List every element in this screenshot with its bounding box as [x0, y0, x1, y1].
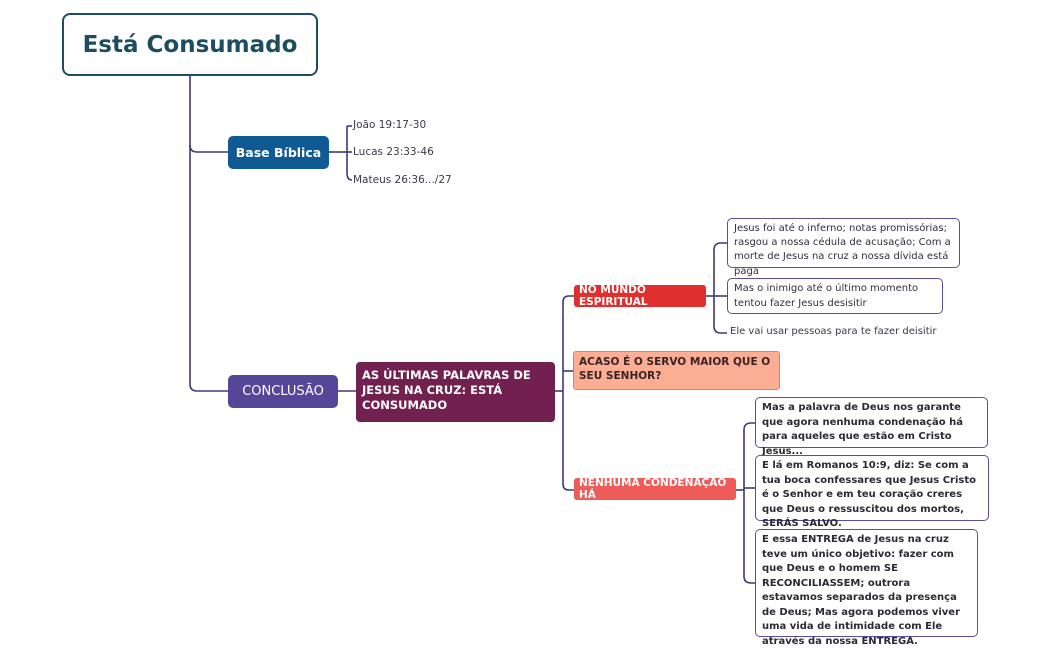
- ref-joao: João 19:17-30: [353, 119, 427, 131]
- mundo-espiritual-node[interactable]: NO MUNDO ESPIRITUAL: [574, 284, 706, 308]
- mundo-item-2: Mas o inimigo até o último momento tento…: [727, 278, 943, 314]
- nenhuma-item-2: E lá em Romanos 10:9, diz: Se com a tua …: [755, 455, 989, 529]
- ultimas-palavras-node[interactable]: AS ÚLTIMAS PALAVRAS DE JESUS NA CRUZ: ES…: [356, 362, 555, 422]
- mundo-item-3: Ele vai usar pessoas para te fazer deisi…: [730, 326, 937, 337]
- page-title: Está Consumado: [62, 13, 318, 76]
- nenhuma-item-3: E essa ENTREGA de Jesus na cruz teve um …: [755, 529, 978, 647]
- acaso-node[interactable]: ACASO É O SERVO MAIOR QUE O SEU SENHOR?: [573, 351, 780, 390]
- ref-mateus: Mateus 26:36.../27: [353, 174, 452, 186]
- nenhuma-condenacao-node[interactable]: NENHUMA CONDENAÇÃO HÁ: [574, 477, 736, 501]
- mundo-item-1: Jesus foi até o inferno; notas promissór…: [727, 218, 960, 277]
- base-biblica-node[interactable]: Base Bíblica: [228, 136, 329, 169]
- conclusao-node[interactable]: CONCLUSÃO: [228, 375, 338, 408]
- ref-lucas: Lucas 23:33-46: [353, 146, 434, 158]
- nenhuma-item-1: Mas a palavra de Deus nos garante que ag…: [755, 397, 988, 457]
